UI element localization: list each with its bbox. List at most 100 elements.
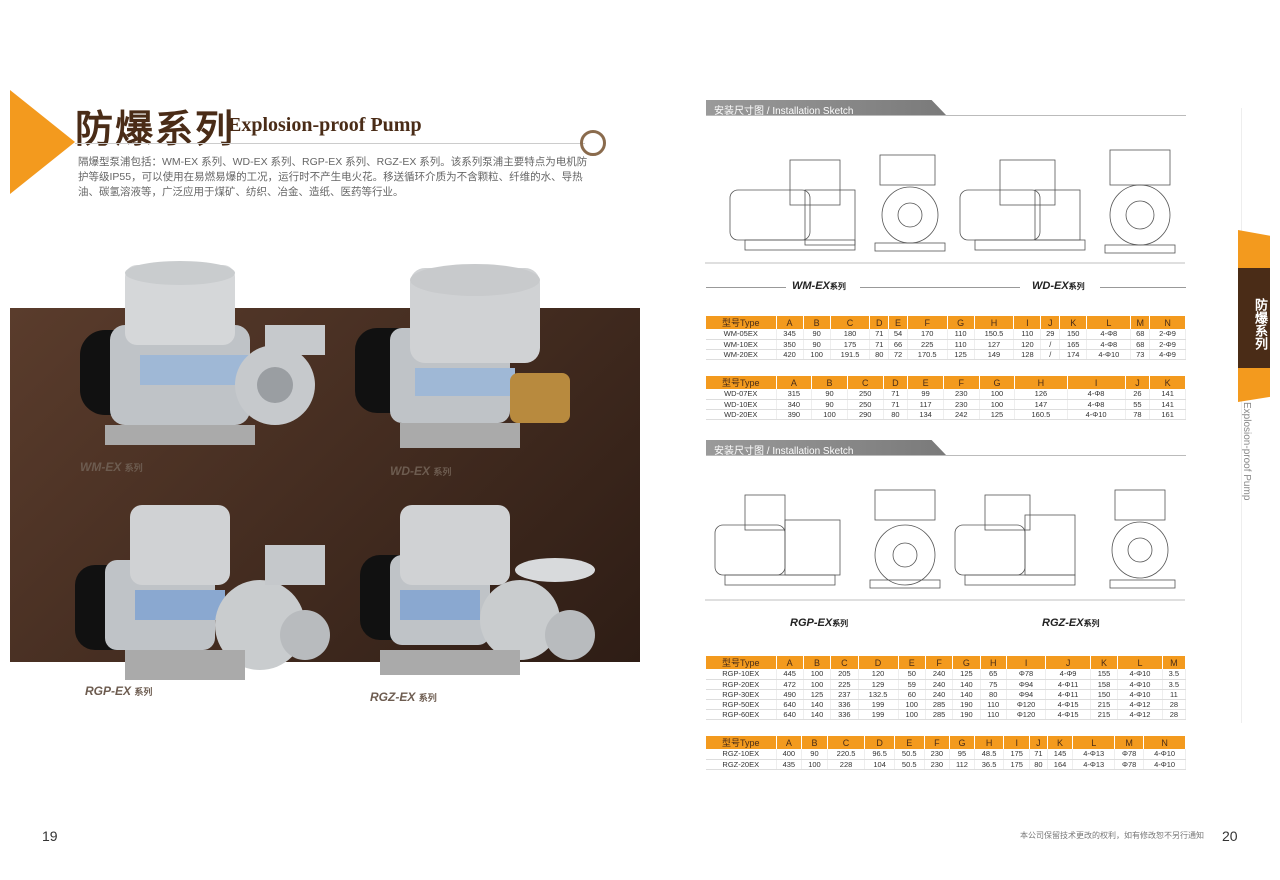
value-cell: 4-Φ13 [1072,759,1116,770]
column-header: C [830,316,871,329]
value-cell: 4-Φ12 [1117,699,1163,710]
column-header: E [898,656,926,669]
value-cell: 80 [883,409,909,420]
column-header: 型号Type [706,376,777,389]
value-cell: 100 [898,709,926,720]
value-cell: 390 [776,409,813,420]
label-rule [706,287,786,288]
value-cell: 4-Φ10 [1117,669,1163,680]
column-header: J [1029,736,1048,749]
value-cell: 158 [1090,679,1119,690]
value-cell: 230 [943,389,980,400]
column-header: B [811,376,848,389]
drawing-label-wm: WM-EX系列 [792,280,846,292]
value-cell: 126 [1014,389,1068,400]
value-cell: 4-Φ13 [1072,749,1116,760]
value-cell: 205 [830,669,859,680]
rgz-ex-pump-image [360,505,595,675]
value-cell: 48.5 [974,749,1005,760]
side-tab-label: 防爆系列 [1238,268,1270,368]
intro-text: 隔爆型泵浦包括：WM-EX 系列、WD-EX 系列、RGP-EX 系列、RGZ-… [78,156,588,198]
value-cell: 100 [811,409,848,420]
value-cell: 237 [830,689,859,700]
value-cell: 4-Φ12 [1117,709,1163,720]
value-cell: 95 [949,749,975,760]
side-tab-orange-top [1238,230,1270,268]
model-cell: RGP-30EX [706,689,777,700]
page-number-left: 19 [42,828,58,844]
value-cell: 100 [803,679,832,690]
product-label-wm: WM-EX 系列 [80,460,143,474]
value-cell: 191.5 [830,349,871,360]
value-cell: 230 [924,749,951,760]
page-title-cn: 防爆系列 [75,106,236,151]
section-divider [706,455,1186,456]
value-cell: 435 [776,759,803,770]
value-cell: 50.5 [894,749,925,760]
value-cell: 199 [858,699,899,710]
value-cell: 60 [898,689,926,700]
model-cell: WM-20EX [706,349,777,360]
column-header: H [980,656,1007,669]
value-cell: 4-Φ8 [1086,339,1132,350]
column-header: C [830,656,859,669]
value-cell: 230 [924,759,951,770]
column-header: L [1086,316,1132,329]
value-cell: 134 [907,409,944,420]
product-suffix: 系列 [433,467,452,477]
value-cell: 11 [1162,689,1187,700]
column-header: B [803,316,831,329]
value-cell: 170.5 [907,349,948,360]
column-header: C [827,736,866,749]
column-header: G [947,316,975,329]
value-cell: 72 [888,349,908,360]
model-cell: RGP-20EX [706,679,777,690]
value-cell: 155 [1090,669,1119,680]
column-header: D [883,376,909,389]
value-cell: Φ120 [1006,699,1047,710]
model-cell: WD-07EX [706,389,777,400]
column-header: L [1072,736,1116,749]
drawing-label-wd: WD-EX系列 [1032,280,1085,292]
column-header: H [1014,376,1068,389]
value-cell: 59 [898,679,926,690]
column-header: 型号Type [706,656,777,669]
value-cell: 127 [974,339,1015,350]
value-cell: Φ94 [1006,689,1047,700]
value-cell: 315 [776,389,813,400]
value-cell: 3.5 [1162,679,1187,690]
value-cell: 215 [1090,699,1119,710]
value-cell: 4-Φ10 [1067,409,1126,420]
section-divider [706,115,1186,116]
page-title-en: Explosion-proof Pump [228,114,422,136]
label-rule [1100,287,1186,288]
value-cell: 285 [925,699,954,710]
value-cell: 100 [979,389,1016,400]
model-cell: WD-20EX [706,409,777,420]
label-rule [860,287,1020,288]
value-cell: 228 [827,759,866,770]
column-header: J [1125,376,1151,389]
side-tab-orange-bottom [1238,368,1270,402]
column-header: F [925,656,954,669]
value-cell: 50.5 [894,759,925,770]
side-tab-english: Explosion-proof Pump [1241,402,1252,501]
wm-ex-pump-image [80,261,325,445]
value-cell: 80 [869,349,890,360]
value-cell: 640 [776,709,804,720]
value-cell: 28 [1162,699,1187,710]
value-cell: 90 [803,339,831,350]
value-cell: 420 [776,349,804,360]
value-cell: Φ120 [1006,709,1047,720]
value-cell: 120 [1013,339,1042,350]
column-header: I [1067,376,1126,389]
value-cell: 175 [830,339,871,350]
value-cell: 141 [1149,389,1186,400]
value-cell: 104 [864,759,895,770]
